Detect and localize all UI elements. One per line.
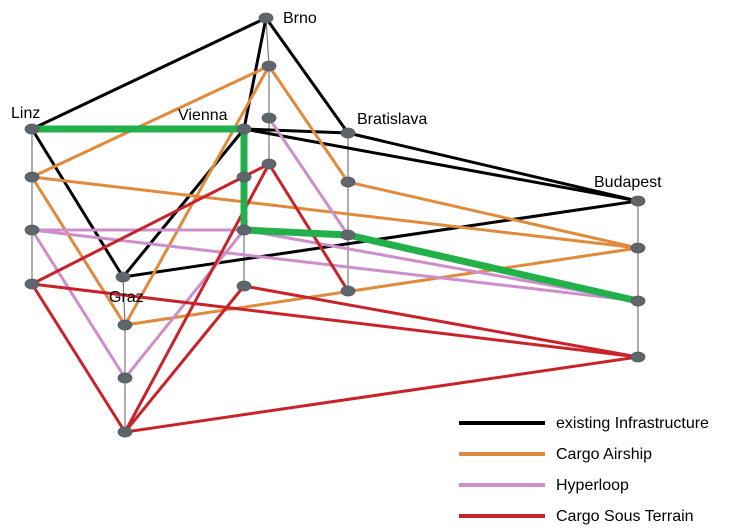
node-linz-cst — [24, 278, 40, 290]
airship-edge-linz-brno — [30, 64, 271, 179]
node-vienna-hyperloop — [236, 224, 252, 236]
cst-edge-vienna-budapest — [242, 284, 640, 359]
cst-edge-brno-bratislava — [267, 162, 350, 293]
hyperloop-edge-vienna-graz — [123, 228, 246, 380]
existing-edge-linz-brno — [30, 16, 268, 131]
node-brno-cst — [261, 158, 277, 170]
node-vienna-airship — [236, 171, 252, 183]
airship-edge-linz-budapest — [30, 175, 640, 250]
existing-edge-bratislava-budapest — [346, 131, 640, 203]
city-label-bratislava: Bratislava — [357, 111, 427, 128]
node-graz-airship — [117, 319, 133, 331]
legend-label-hyperloop: Hyperloop — [556, 477, 629, 494]
node-budapest-existing — [630, 195, 646, 207]
node-vienna-cst — [236, 280, 252, 292]
legend-label-cst: Cargo Sous Terrain — [556, 508, 694, 525]
node-linz-airship — [24, 171, 40, 183]
node-bratislava-existing — [340, 127, 356, 139]
node-budapest-cst — [630, 351, 646, 363]
airship-edge-brno-bratislava — [267, 64, 350, 184]
city-labels: Brno Linz Vienna Bratislava Budapest Gra… — [11, 10, 662, 306]
node-budapest-hyperloop — [630, 295, 646, 307]
cst-edge-linz-budapest — [30, 282, 640, 359]
hyperloop-edge-linz-graz — [30, 228, 127, 380]
node-bratislava-airship — [340, 176, 356, 188]
node-bratislava-cst — [340, 285, 356, 297]
network-edges — [30, 16, 640, 434]
connector-brno-1 — [265, 17, 270, 67]
cst-edge-graz-vienna — [123, 284, 246, 434]
node-linz-existing — [24, 123, 40, 135]
existing-edge-vienna-bratislava — [242, 127, 350, 135]
node-vienna-existing — [236, 123, 252, 135]
airship-edge-linz-graz — [30, 175, 127, 327]
node-brno-existing — [258, 12, 274, 24]
node-bratislava-hyperloop — [340, 229, 356, 241]
legend-label-airship: Cargo Airship — [556, 446, 652, 463]
city-label-brno: Brno — [283, 10, 317, 27]
existing-edge-linz-graz — [30, 127, 125, 279]
city-label-graz: Graz — [109, 289, 144, 306]
airship-edge-graz-budapest — [123, 246, 640, 327]
node-brno-hyperloop — [261, 112, 277, 124]
existing-edge-vienna-budapest — [242, 127, 640, 203]
node-budapest-airship — [630, 242, 646, 254]
legend-label-existing: existing Infrastructure — [556, 415, 709, 432]
cst-edge-linz-brno — [30, 162, 271, 286]
node-graz-hyperloop — [117, 372, 133, 384]
node-brno-airship — [261, 60, 277, 72]
city-label-budapest: Budapest — [594, 174, 662, 191]
network-nodes — [24, 12, 646, 438]
hyperloop-edge-brno-bratislava — [267, 116, 350, 237]
existing-edge-graz-vienna — [121, 127, 246, 279]
existing-edge-brno-bratislava — [264, 16, 350, 135]
node-linz-hyperloop — [24, 224, 40, 236]
cst-edge-graz-budapest — [123, 355, 640, 434]
hyperloop-edge-linz-budapest — [30, 228, 640, 303]
node-graz-cst — [117, 426, 133, 438]
airship-edge-bratislava-budapest — [346, 180, 640, 250]
legend: existing Infrastructure Cargo Airship Hy… — [459, 415, 709, 525]
city-label-linz: Linz — [11, 105, 40, 122]
cst-edge-linz-graz — [30, 282, 127, 434]
node-graz-existing — [115, 271, 131, 283]
connector-graz-1 — [122, 276, 126, 326]
city-label-vienna: Vienna — [178, 107, 228, 124]
